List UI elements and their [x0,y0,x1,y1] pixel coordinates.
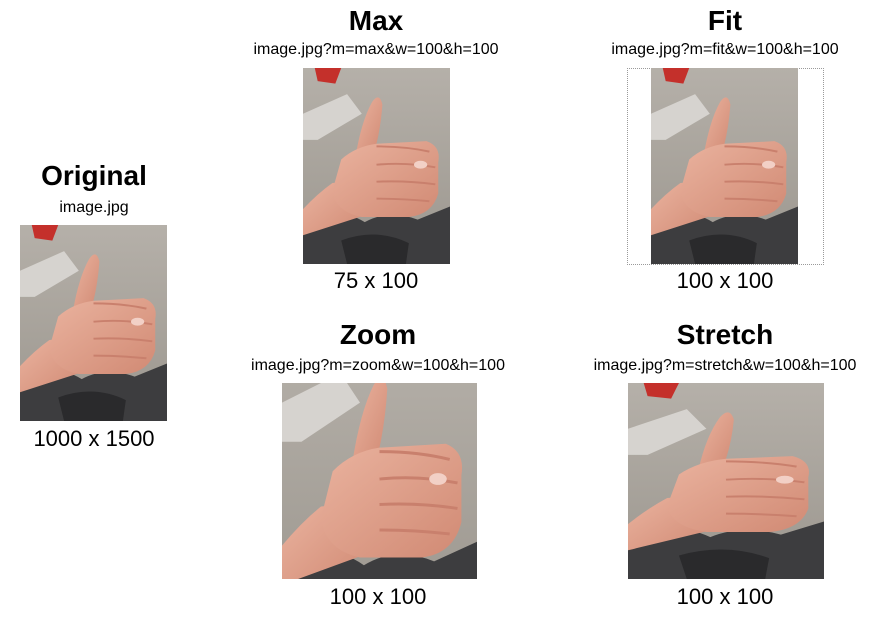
panel-url: image.jpg?m=stretch&w=100&h=100 [593,357,857,374]
stretch-photo [628,383,824,579]
max-photo [303,68,450,264]
panel-dims: 100 x 100 [329,584,427,609]
panel-dims: 100 x 100 [676,584,774,609]
panel-zoom: Zoom image.jpg?m=zoom&w=100&h=100 100 x … [228,316,528,616]
panel-title: Original [41,160,147,191]
panel-url: image.jpg?m=zoom&w=100&h=100 [251,357,505,374]
zoom-photo [282,383,477,579]
panel-title: Zoom [339,319,417,350]
panel-url: image.jpg?m=max&w=100&h=100 [253,41,499,58]
panel-dims: 1000 x 1500 [33,426,155,451]
panel-original: Original image.jpg 1000 x 1500 [0,160,188,460]
panel-url: image.jpg [59,199,129,216]
panel-url: image.jpg?m=fit&w=100&h=100 [611,41,839,58]
panel-dims: 75 x 100 [333,268,419,293]
panel-fit: Fit image.jpg?m=fit&w=100&h=100 100 x 10… [575,0,875,300]
original-photo [20,225,167,421]
panel-max: Max image.jpg?m=max&w=100&h=100 75 x 100 [226,0,526,300]
fit-photo [651,68,798,264]
panel-title: Max [348,5,404,36]
panel-stretch: Stretch image.jpg?m=stretch&w=100&h=100 … [575,316,875,616]
panel-dims: 100 x 100 [676,268,774,293]
panel-title: Fit [707,5,743,36]
panel-title: Stretch [676,319,774,350]
